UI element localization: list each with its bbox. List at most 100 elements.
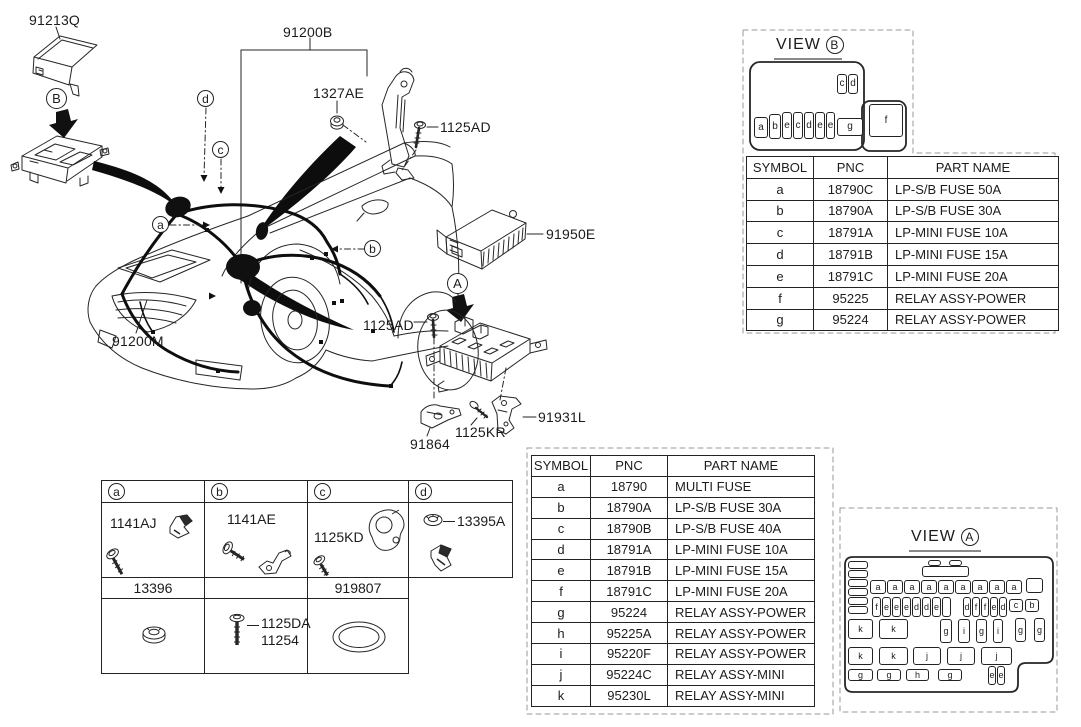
- fuse-cell-a: a: [754, 117, 768, 138]
- fuse-cell-e: e: [988, 666, 996, 685]
- bracket-91931l: [491, 395, 537, 435]
- part-label-13395a[interactable]: 13395A: [457, 513, 506, 529]
- fuse-cell-h: h: [906, 669, 929, 681]
- fuse-cell-blank: [1026, 578, 1043, 593]
- harness-clip-icon: [169, 514, 193, 539]
- table-cell: 18790B: [590, 517, 668, 540]
- table-cell: 95230L: [590, 684, 668, 707]
- part-label-1141ae[interactable]: 1141AE: [227, 511, 276, 527]
- part-code-919807[interactable]: 919807: [334, 580, 382, 596]
- leader-swoosh-left: [92, 161, 177, 207]
- car-illustration: [87, 141, 479, 391]
- hardware-cell-b2: [204, 577, 308, 599]
- fuse-cell-e: e: [997, 666, 1005, 685]
- callout-91213q[interactable]: 91213Q: [29, 12, 81, 28]
- column-header: PNC: [590, 455, 668, 477]
- callout-1125ad-bottom[interactable]: 1125AD: [363, 317, 414, 333]
- hardware-col-d: d: [408, 480, 513, 503]
- view-b-dashed-outline: [742, 29, 1056, 334]
- fuse-cell-g: g: [837, 118, 863, 136]
- part-label-1141aj[interactable]: 1141AJ: [110, 515, 157, 531]
- fuse-cell-k: k: [848, 619, 873, 639]
- junction-cover-91950e: [436, 209, 544, 270]
- part-code-11254[interactable]: 11254: [261, 632, 299, 648]
- car-marker-arrowheads: [200, 175, 338, 300]
- fuse-cell-e: e: [990, 597, 998, 617]
- fuse-cell-f: f: [972, 597, 980, 617]
- table-cell: e: [531, 559, 591, 582]
- table-cell: c: [531, 517, 591, 540]
- table-cell: RELAY ASSY-POWER: [887, 308, 1059, 332]
- fuse-cell-j: j: [981, 647, 1012, 665]
- view-a-block-arrow: [446, 294, 474, 322]
- hardware-cell-b1: 1141AE: [204, 502, 308, 578]
- wiring-harness: [120, 203, 392, 388]
- callout-1125ad-top[interactable]: 1125AD: [440, 119, 491, 135]
- fuse-cell-blank: [848, 561, 868, 569]
- hardware-cell-c3: [307, 598, 409, 674]
- fuse-cell-blank: [922, 566, 969, 577]
- fuse-cell-blank: [942, 597, 951, 617]
- callout-91200m[interactable]: 91200M: [112, 333, 164, 349]
- table-cell: c: [746, 221, 814, 245]
- table-cell: 18791B: [590, 559, 668, 582]
- cowl-nut-1327ae: [330, 100, 367, 143]
- table-cell: a: [531, 475, 591, 498]
- table-cell: d: [531, 538, 591, 561]
- table-cell: LP-S/B FUSE 40A: [667, 517, 815, 540]
- leader-swoosh-windshield: [258, 136, 356, 233]
- fuse-cell-a: a: [870, 580, 886, 594]
- table-cell: LP-MINI FUSE 20A: [667, 580, 815, 603]
- bolt-icon: [313, 555, 330, 577]
- table-cell: 18791C: [813, 264, 888, 288]
- callout-91864[interactable]: 91864: [410, 436, 450, 452]
- table-cell: LP-MINI FUSE 15A: [667, 559, 815, 582]
- hardware-cell-c1: 1125KD: [307, 502, 409, 578]
- marker-car-c: c: [212, 141, 229, 158]
- nut-icon: [423, 514, 443, 526]
- table-cell: b: [746, 199, 814, 223]
- part-label-1125kd[interactable]: 1125KD: [314, 529, 364, 545]
- table-cell: b: [531, 496, 591, 519]
- column-header: PART NAME: [887, 156, 1059, 179]
- callout-1125kr[interactable]: 1125KR: [455, 424, 506, 440]
- hardware-col-letter-b: b: [211, 483, 228, 500]
- callout-91200b[interactable]: 91200B: [283, 24, 333, 40]
- table-cell: g: [746, 308, 814, 332]
- fuse-cell-g: g: [938, 669, 962, 681]
- hardware-cell-d1: 13395A: [408, 502, 513, 578]
- table-cell: d: [746, 243, 814, 266]
- hardware-col-letter-c: c: [314, 483, 331, 500]
- fuse-cell-d: d: [963, 597, 971, 617]
- leader-swoosh-lower: [239, 269, 354, 330]
- hardware-col-letter-a: a: [108, 483, 125, 500]
- fuse-cell-f: f: [981, 597, 989, 617]
- fuse-cell-e: e: [882, 597, 891, 617]
- hardware-cell-a1: 1141AJ: [101, 502, 205, 578]
- part-code-13396[interactable]: 13396: [133, 580, 173, 596]
- table-cell: j: [531, 663, 591, 686]
- column-header: PART NAME: [667, 455, 815, 477]
- part-code-1125da[interactable]: 1125DA: [261, 615, 311, 631]
- callout-bracket-91200b: [240, 37, 368, 284]
- callout-91950e[interactable]: 91950E: [546, 226, 596, 242]
- fusebox-open-upper: [10, 135, 110, 187]
- fusebox-cover-91213q: [32, 26, 98, 97]
- cowl-bracket: [381, 67, 415, 181]
- callout-91931l[interactable]: 91931L: [538, 409, 586, 425]
- fuse-cell-blank: [949, 560, 962, 566]
- fuse-cell-g: g: [1034, 618, 1045, 642]
- view-a-title-letter: A: [960, 528, 979, 546]
- callout-1327ae[interactable]: 1327AE: [313, 85, 365, 101]
- fuse-cell-blank: [848, 579, 868, 587]
- table-cell: 18790A: [590, 496, 668, 519]
- fuse-cell-a: a: [1006, 580, 1022, 594]
